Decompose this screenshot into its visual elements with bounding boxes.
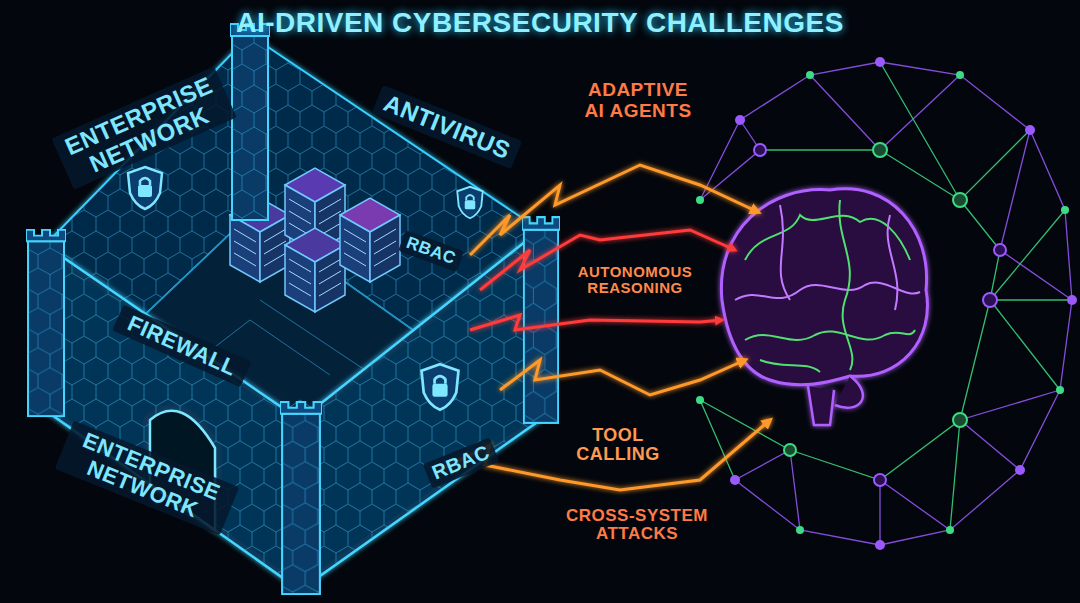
- wall-label: ENTERPRISE NETWORK: [55, 421, 239, 535]
- wall-label: ANTIVIRUS: [372, 85, 522, 169]
- wall-label: FIREWALL: [112, 305, 251, 387]
- threat-label: TOOL CALLING: [570, 424, 666, 467]
- threat-label: CROSS-SYSTEM ATTACKS: [560, 505, 714, 546]
- wall-label: ENTERPRISE NETWORK: [51, 66, 236, 189]
- wall-label: RBAC: [423, 437, 499, 488]
- threat-label: AUTONOMOUS REASONING: [570, 262, 700, 298]
- threat-label: ADAPTIVE AI AGENTS: [574, 78, 702, 123]
- wall-label: RBAC: [398, 230, 464, 272]
- diagram-title: AI-DRIVEN CYBERSECURITY CHALLENGES: [0, 8, 1080, 38]
